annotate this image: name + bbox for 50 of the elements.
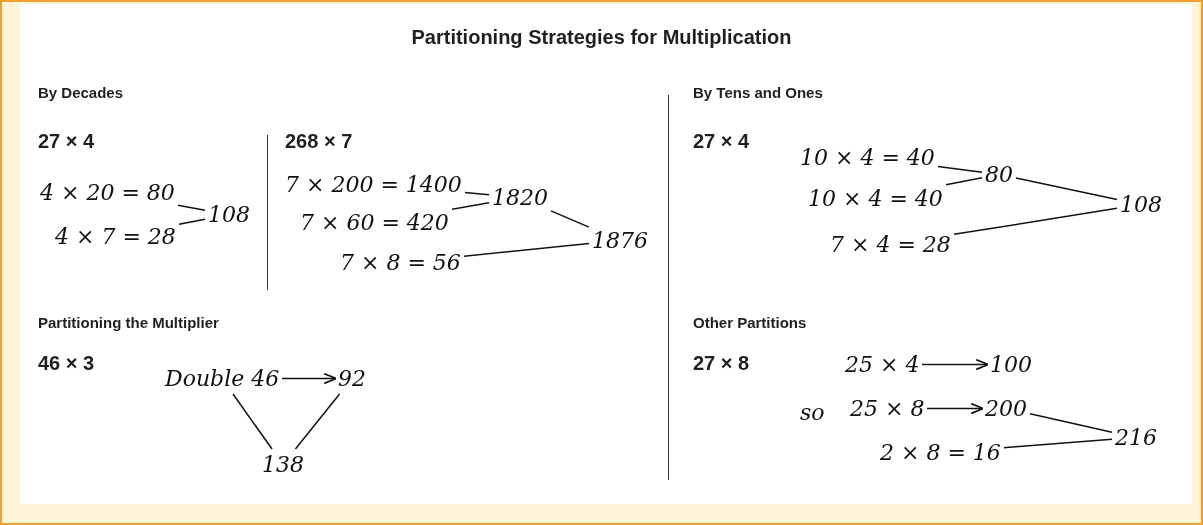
handwritten-word: so (800, 400, 825, 425)
handwritten-text: 138 (262, 452, 304, 477)
handwritten-text: 4 × 20 = 80 (40, 180, 175, 205)
handwritten-text: 100 (990, 352, 1032, 377)
handwritten-text: 4 × 7 = 28 (55, 224, 176, 249)
problem-label: 46 × 3 (38, 352, 95, 375)
connector-line (178, 218, 206, 225)
connector-line (464, 191, 490, 196)
handwritten-text: 200 (985, 396, 1027, 421)
section-heading: Other Partitions (693, 314, 807, 331)
problem-label: 268 × 7 (285, 130, 353, 153)
handwritten-text: 7 × 8 = 56 (340, 250, 461, 275)
handwritten-text: 10 × 4 = 40 (808, 186, 943, 211)
connector-line (1015, 177, 1118, 201)
problem-label: 27 × 4 (38, 130, 95, 153)
connector-line (937, 165, 983, 174)
handwritten-text: 108 (208, 202, 250, 227)
connector-line (232, 393, 273, 450)
arrow (281, 372, 338, 385)
problem-label: 27 × 4 (693, 130, 750, 153)
handwritten-text: Double 46 (165, 366, 280, 391)
handwritten-text: 10 × 4 = 40 (800, 145, 935, 170)
handwritten-text: 7 × 200 = 1400 (285, 172, 462, 197)
connector-line (1029, 413, 1113, 433)
handwritten-text: 1820 (492, 185, 548, 210)
handwritten-text: 25 × 4 (845, 352, 920, 377)
connector-line (294, 393, 341, 450)
arrow (921, 358, 990, 371)
section-heading: By Tens and Ones (693, 84, 823, 101)
handwritten-text: 92 (338, 366, 366, 391)
handwritten-text: 1876 (592, 228, 648, 253)
connector-line (1003, 438, 1113, 449)
connector-line (451, 202, 490, 210)
handwritten-text: 108 (1120, 192, 1162, 217)
connector-line (550, 210, 590, 228)
handwritten-text: 80 (985, 162, 1013, 187)
connector-line (463, 242, 590, 257)
arrow (926, 402, 985, 415)
handwritten-text: 7 × 60 = 420 (300, 210, 449, 235)
handwritten-text: 7 × 4 = 28 (830, 232, 951, 257)
connector-line (953, 207, 1118, 236)
title: Partitioning Strategies for Multiplication (410, 26, 793, 49)
handwritten-text: 2 × 8 = 16 (880, 440, 1001, 465)
connector-line (177, 204, 206, 211)
handwritten-text: 216 (1115, 425, 1157, 450)
connector-line (945, 177, 983, 186)
problem-label: 27 × 8 (693, 352, 750, 375)
section-heading: By Decades (38, 84, 124, 101)
handwritten-text: 25 × 8 (850, 396, 925, 421)
section-heading: Partitioning the Multiplier (38, 314, 219, 331)
